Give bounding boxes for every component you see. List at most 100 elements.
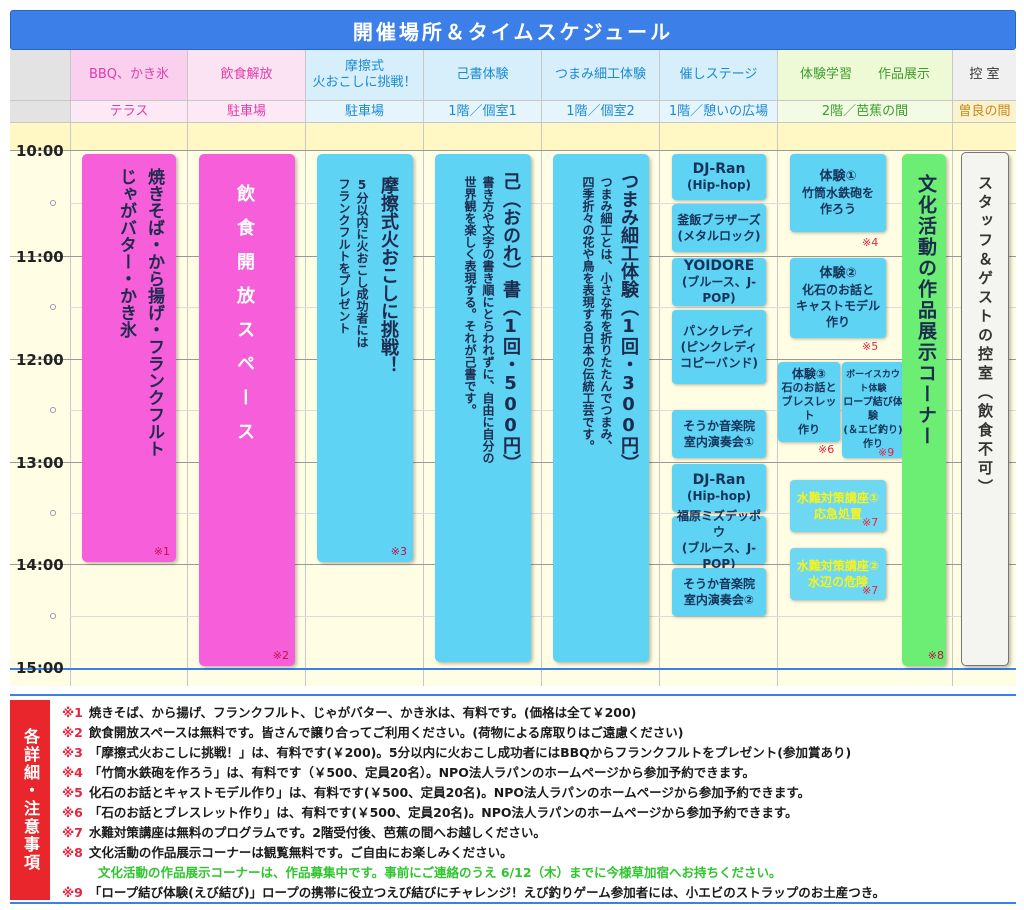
col-header-food: 飲食解放 [188,50,305,100]
workshop-label: 体験① [819,169,857,184]
col-activity-label: BBQ、かき氷 [88,67,170,82]
notes-section: 各詳細・注意事項 ※1 焼きそば、から揚げ、フランクフルト、じゃがバター、かき氷は… [10,694,1016,904]
col-header-workshop: 体験学習 作品展示 [778,50,952,100]
note-line-green: 文化活動の作品展示コーナーは、作品募集中です。事前にご連絡のうえ 6/12（木）… [98,862,782,881]
exhibit-text: 文化活動の作品展示コーナー [915,174,937,447]
stage-item: 釜飯ブラザーズ(メタルロック) [672,204,766,252]
stage-item: 福原ミズデッポウ(ブルース、J-POP) [672,509,766,571]
stage-performer: DJ-Ran [692,472,746,488]
workshop-title: 竹筒水鉄砲を 作ろう [801,186,874,216]
col-place-tsumami: 1階／個室2 [542,101,659,122]
stage-performer: DJ-Ran [692,161,746,177]
food-space-text: 飲食開放スペース [234,184,255,456]
col-place-label: 2階／芭蕉の間 [821,103,909,119]
note-text: 焼きそば、から揚げ、フランクフルト、じゃがバター、かき氷は、有料です。(価格は全… [88,705,637,720]
schedule-top-band [10,122,1016,150]
half-hour-marker [50,510,56,516]
col-place-workshop: 2階／芭蕉の間 [778,101,952,122]
time-label-14: 14:00 [16,556,64,574]
col-activity-label: 催しステージ [679,67,758,82]
tsumami-block: つまみ細工体験（1回・300円） つまみ細工とは、小さな布を折りたたんでつまみ、… [553,154,649,662]
workshop-title: 石のお話と ブレスレット 作り [781,381,837,436]
note-ref: ※8 [927,649,944,662]
col-activity-label: つまみ細工体験 [554,67,646,82]
note-ref: ※6 [818,443,835,456]
stage-performer: YOIDORE [683,258,755,274]
col-header-onore: 己書体験 [424,50,541,100]
note-mark: ※8 [62,845,83,860]
note-ref: ※3 [390,545,407,558]
workshop-label: 体験③ [791,367,827,381]
workshop-title: 化石のお話と キャストモデル 作り [795,283,880,329]
col-header-fire: 摩擦式 火おこしに挑戦！ [306,50,423,100]
notes-tab: 各詳細・注意事項 [10,700,50,900]
workshop-title: 応急処置 [813,507,862,521]
note-mark: ※9 [62,885,83,900]
note-mark: ※3 [62,745,83,760]
bbq-menu-text: 焼きそば・から揚げ・フランクフルト じゃがバター・かき氷 [116,168,164,457]
stage-item: パンクレディ (ピンクレディ コピーバンド) [672,310,766,384]
note-text: 「石のお話とブレスレット作り」は、有料です(￥500、定員20名)。NPO法人ラ… [88,805,798,820]
schedule-grid: BBQ、かき氷 飲食解放 摩擦式 火おこしに挑戦！ 己書体験 つまみ細工体験 催… [10,50,1016,686]
onore-title: 己（おのれ）書（1回・500円） [500,172,521,472]
fire-making-desc: 5分以内に火おこし成功者には フランクフルトをプレゼント [337,178,369,348]
col-place-label: 駐車場 [344,103,384,119]
note-mark: ※6 [62,805,83,820]
time-label-11: 11:00 [16,248,64,266]
col-activity-label: 摩擦式 火おこしに挑戦！ [312,59,417,90]
col-place-label: 1階／個室2 [566,103,635,119]
stage-item: DJ-Ran(Hip-hop) [672,464,766,512]
stage-performer: 釜飯ブラザーズ [677,213,761,227]
fire-making-block: 摩擦式火おこしに挑戦！ 5分以内に火おこし成功者には フランクフルトをプレゼント… [317,154,413,562]
stage-performer: そうか音楽院 [682,419,755,433]
note-text: 「摩擦式火おこしに挑戦！」は、有料です(￥200)。5分以内に火おこし成功者には… [88,745,852,760]
staff-room-text: スタッフ＆ゲストの控室（飲食不可） [976,175,994,498]
stage-genre: 室内演奏会② [683,593,755,607]
col-place-stage: 1階／憩いの広場 [660,101,777,122]
stage-genre: 室内演奏会① [683,435,755,449]
onore-desc: 書き方や文字の書き順にとらわれずに、自由に自分の 世界観を楽しく表現する。それが… [463,176,495,464]
stage-performer: 福原ミズデッポウ [676,509,761,539]
corner-cell [10,50,70,122]
note-ref: ※5 [862,340,879,353]
note-mark: ※1 [62,705,83,720]
col-activity-label: 控 室 [969,67,1000,82]
col-place-fire: 駐車場 [306,101,423,122]
col-place-onore: 1階／個室1 [424,101,541,122]
note-text: 文化活動の作品展示コーナーは観覧無料です。ご自由にお楽しみください。 [88,845,513,860]
col-place-label: 1階／個室1 [448,103,517,119]
time-label-13: 13:00 [16,454,64,472]
note-mark: ※7 [62,825,83,840]
col-place-label: テラス [109,103,149,119]
half-hour-marker [50,613,56,619]
note-text: 「ロープ結び体験(えび結び)」ロープの携帯に役立つえび結びにチャレンジ！えび釣り… [88,885,886,900]
onore-block: 己（おのれ）書（1回・500円） 書き方や文字の書き順にとらわれずに、自由に自分… [435,154,531,662]
time-label-15: 15:00 [16,659,64,677]
stage-genre: (ピンクレディ コピーバンド) [680,340,758,370]
workshop-title: ロープ結び体験 (＆エビ釣り) 作り [843,397,903,450]
note-ref: ※7 [862,516,879,529]
stage-performer: パンクレディ [683,324,755,338]
col-header-staff: 控 室 [953,50,1016,100]
note-text: 飲食開放スペースは無料です。皆さんで譲り合ってご利用ください。(荷物による席取り… [88,725,684,740]
bbq-block: 焼きそば・から揚げ・フランクフルト じゃがバター・かき氷 ※1 [82,154,176,562]
note-line: ※1 焼きそば、から揚げ、フランクフルト、じゃがバター、かき氷は、有料です。(価格… [62,702,636,721]
col-place-label: 曽良の間 [958,103,1011,119]
note-ref: ※4 [862,236,879,249]
stage-genre: (ブルース、J-POP) [681,541,757,571]
note-line: ※9 「ロープ結び体験(えび結び)」ロープの携帯に役立つえび結びにチャレンジ！えび… [62,882,885,901]
note-ref: ※1 [153,545,170,558]
tsumami-desc: つまみ細工とは、小さな布を折りたたんでつまみ、 四季折々の花や鳥を表現する日本の… [581,176,613,452]
workshop-1: 体験① 竹筒水鉄砲を 作ろう [790,154,886,232]
note-mark: ※5 [62,785,83,800]
note-text: 文化活動の作品展示コーナーは、作品募集中です。事前にご連絡のうえ 6/12（木）… [98,865,782,880]
workshop-label: 水難対策講座② [796,559,880,573]
stage-item: DJ-Ran(Hip-hop) [672,154,766,200]
col-activity-label: 体験学習 作品展示 [799,67,930,82]
col-place-label: 1階／憩いの広場 [668,103,769,119]
note-text: 「竹筒水鉄砲を作ろう」は、有料です（￥500、定員20名）。NPO法人ラパンのホ… [88,765,755,780]
food-space-block: 飲食開放スペース ※2 [199,154,295,666]
